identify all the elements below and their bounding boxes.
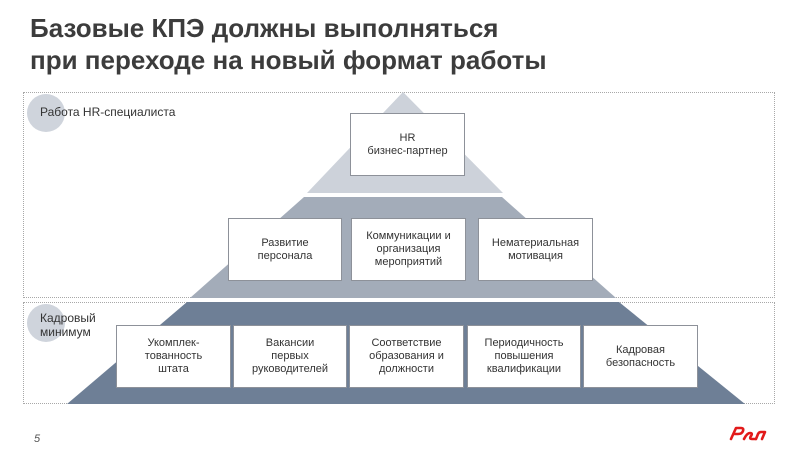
box-text-line: руководителей <box>251 363 329 375</box>
hr-minimum-label-line-2: минимум <box>40 325 91 339</box>
hr-specialist-label: Работа HR-специалиста <box>40 105 176 119</box>
box-text-line: организация <box>376 243 441 255</box>
box-text-line: Периодичность <box>484 337 564 349</box>
box-text-line: образования и <box>369 350 444 362</box>
box-text-line: HR <box>399 131 416 144</box>
box-hr-business-partner: HR бизнес-партнер <box>350 113 465 176</box>
box-text-line: первых <box>271 350 309 362</box>
slide-title: Базовые КПЭ должны выполняться при перех… <box>30 12 770 76</box>
hr-minimum-label: Кадровый минимум <box>40 311 96 339</box>
band-marker-top <box>27 94 65 132</box>
box-text-line: Коммуникации и <box>366 230 451 242</box>
band-marker-bottom <box>27 304 65 342</box>
box-text-line: Укомплек- <box>147 337 200 349</box>
box-text-line: должности <box>379 363 434 375</box>
page-number: 5 <box>34 433 41 445</box>
box-text-line: квалификации <box>486 363 562 375</box>
box-training-frequency: Периодичность повышения квалификации <box>467 325 581 388</box>
box-personnel-security: Кадровая безопасность <box>583 325 698 388</box>
rzd-logo-icon <box>729 426 767 441</box>
box-non-material-motivation: Нематериальная мотивация <box>478 218 593 281</box>
box-staffing-level: Укомплек- тованность штата <box>116 325 231 388</box>
box-text-line: Нематериальная <box>491 236 580 249</box>
box-top-manager-vacancies: Вакансии первых руководителей <box>233 325 347 388</box>
box-text-line: Кадровая <box>616 343 665 356</box>
box-text-line: мотивация <box>508 249 563 262</box>
box-education-position-match: Соответствие образования и должности <box>349 325 464 388</box>
box-text-line: повышения <box>494 350 554 362</box>
hr-minimum-label-line-1: Кадровый <box>40 311 96 325</box>
box-text-line: тованность <box>144 350 203 362</box>
box-personnel-development: Развитие персонала <box>228 218 342 281</box>
title-line-1: Базовые КПЭ должны выполняться <box>30 13 499 43</box>
box-text-line: Соответствие <box>371 337 442 349</box>
box-text-line: штата <box>158 363 189 375</box>
box-text-line: безопасность <box>605 356 676 369</box>
box-text-line: Вакансии <box>265 337 315 349</box>
title-line-2: при переходе на новый формат работы <box>30 45 547 75</box>
box-text-line: Развитие <box>261 236 309 249</box>
box-text-line: бизнес-партнер <box>367 144 448 157</box>
box-text-line: мероприятий <box>374 256 443 268</box>
box-text-line: персонала <box>257 249 313 262</box>
box-communications-events: Коммуникации и организация мероприятий <box>351 218 466 281</box>
